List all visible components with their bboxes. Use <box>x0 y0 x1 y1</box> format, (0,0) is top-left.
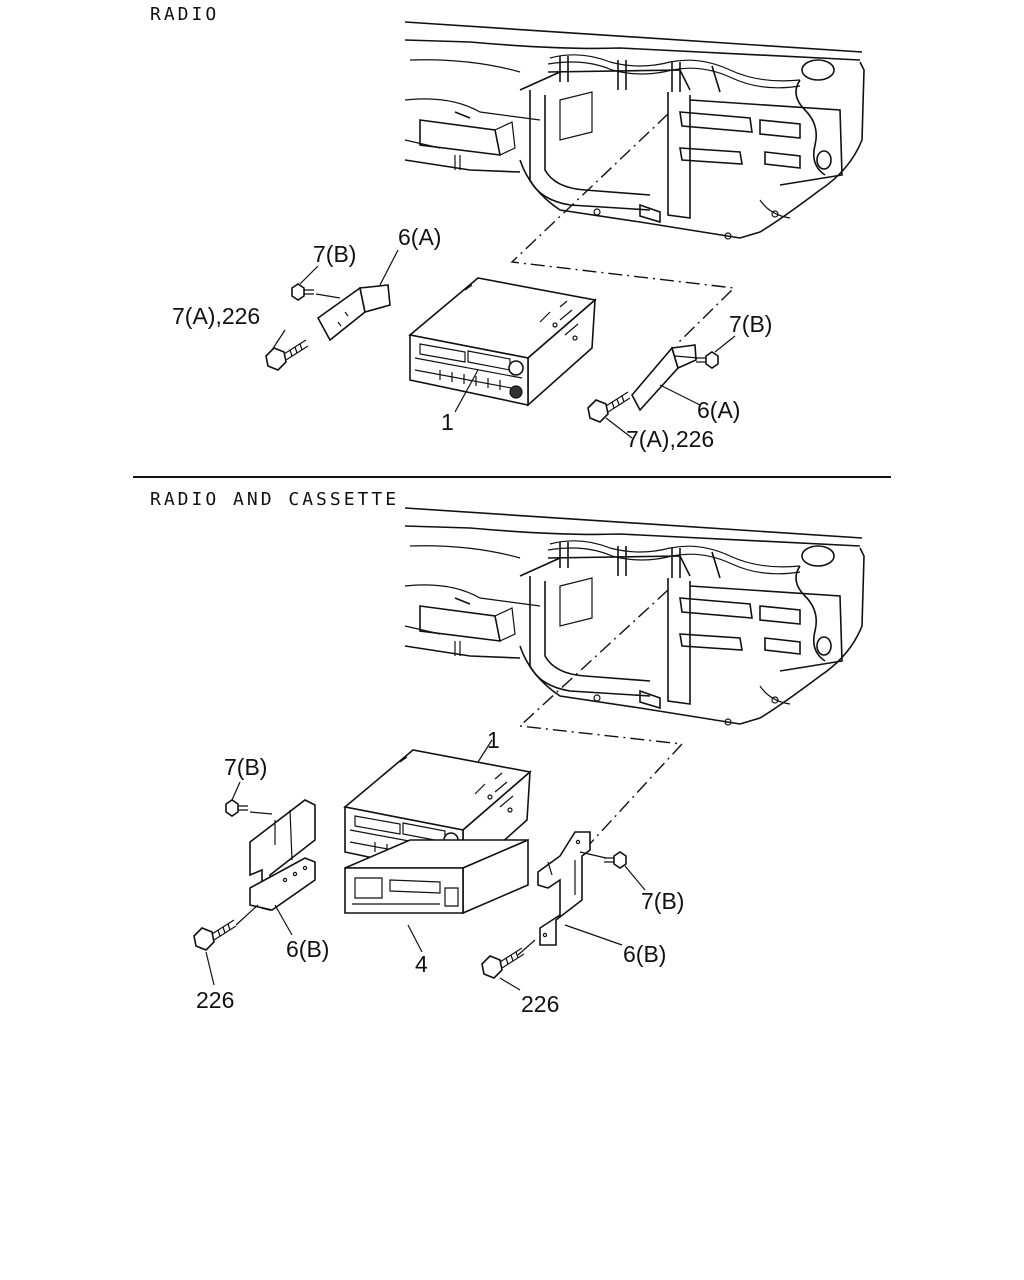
leader-bracket-6b-right <box>564 924 623 946</box>
callout-bracket-6b-left: 6(B) <box>286 936 329 962</box>
callout-bracket-right: 6(A) <box>697 397 740 423</box>
bracket-6b-left <box>249 799 316 912</box>
dashboard-frame-radio-cassette <box>404 507 865 726</box>
leader-screw-left <box>299 265 319 285</box>
leader-cassette <box>407 924 423 953</box>
leader-bracket-6b-left <box>274 904 293 936</box>
callout-radio: 1 <box>441 409 454 435</box>
dashboard-frame-radio <box>404 21 865 240</box>
leader-screw-right-axis <box>674 355 699 359</box>
mounting-leader-radio <box>510 113 736 346</box>
leader-bracket-right <box>659 384 701 406</box>
screw-7b-left-stacked <box>225 799 249 817</box>
leader-bolt-left <box>271 329 286 351</box>
leader-bracket-left <box>379 249 399 286</box>
callout-bolt-left: 7(A),226 <box>172 303 260 329</box>
leader-screw-left-stacked-axis <box>249 811 273 815</box>
bolt-226-right <box>481 947 525 979</box>
callout-bolt-right-stacked: 226 <box>521 991 559 1017</box>
leader-screw-left-axis <box>315 293 341 299</box>
bolt-7a-226-right <box>587 391 631 423</box>
bolt-7a-226-left <box>265 339 309 371</box>
bracket-6a-left <box>316 284 391 342</box>
bolt-226-left <box>193 919 237 951</box>
callout-bolt-left-stacked: 226 <box>196 987 234 1013</box>
mounting-leader-radio-cassette <box>518 589 684 861</box>
callout-bolt-right: 7(A),226 <box>626 426 714 452</box>
bracket-6a-right <box>631 344 697 412</box>
leader-screw-right-stacked <box>624 865 646 891</box>
leader-bolt-right-stacked-axis <box>517 939 536 956</box>
leader-screw-right-stacked-axis <box>579 851 607 859</box>
screw-7b-right <box>695 351 719 369</box>
section-title-radio: RADIO <box>150 4 220 25</box>
screw-7b-left <box>291 283 315 301</box>
leader-screw-left-stacked <box>231 781 241 801</box>
leader-radio <box>454 369 479 413</box>
callout-screw-left: 7(B) <box>313 241 356 267</box>
section-title-radio-cassette: RADIO AND CASSETTE <box>150 489 400 510</box>
callout-screw-left-stacked: 7(B) <box>224 754 267 780</box>
callout-radio-stacked: 1 <box>487 727 500 753</box>
bracket-6b-right <box>537 831 591 946</box>
leader-bolt-right <box>605 417 633 439</box>
callout-screw-right-stacked: 7(B) <box>641 888 684 914</box>
callout-bracket-left: 6(A) <box>398 224 441 250</box>
leader-radio-stacked <box>477 739 493 763</box>
leader-bolt-right-stacked <box>499 977 521 991</box>
radio-unit <box>409 277 596 406</box>
leader-bolt-left-stacked-axis <box>235 904 259 926</box>
screw-7b-right-stacked <box>603 851 627 869</box>
leader-bolt-left-stacked <box>205 951 215 986</box>
callout-bracket-6b-right: 6(B) <box>623 941 666 967</box>
leader-screw-right <box>714 335 736 353</box>
callout-screw-right: 7(B) <box>729 311 772 337</box>
callout-cassette: 4 <box>415 951 428 977</box>
